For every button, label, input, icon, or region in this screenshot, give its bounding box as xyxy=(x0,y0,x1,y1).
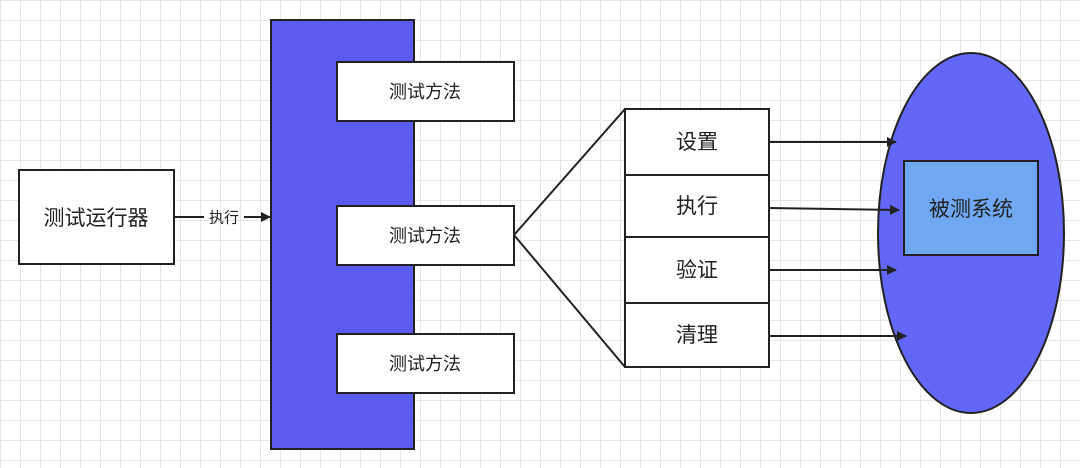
sut-label: 被测系统 xyxy=(929,197,1013,221)
test-method-box xyxy=(336,205,515,266)
test-runner-label: 测试运行器 xyxy=(44,206,149,230)
sut-node: 被测系统 xyxy=(903,160,1039,256)
phase-box-exercise xyxy=(624,174,770,238)
test-method-label: 测试方法 xyxy=(389,82,461,103)
expand-line-bottom xyxy=(513,234,626,368)
phase-stack: 设置 执行 验证 清理 xyxy=(624,108,770,368)
test-method-label: 测试方法 xyxy=(389,354,461,375)
phase-label-verify: 验证 xyxy=(676,258,718,282)
test-runner-box xyxy=(18,169,175,265)
execute-arrow-label: 执行 xyxy=(209,209,239,227)
phase-box-teardown xyxy=(624,302,770,368)
phase-label-setup: 设置 xyxy=(676,130,718,154)
execute-connector: 执行 xyxy=(174,209,271,227)
test-method-node: 测试方法 xyxy=(336,333,515,394)
sut-box xyxy=(903,160,1039,256)
test-method-box xyxy=(336,333,515,394)
phase-label-exercise: 执行 xyxy=(676,194,718,218)
test-method-box xyxy=(336,61,515,122)
phase-label-teardown: 清理 xyxy=(676,323,718,347)
arrow-exercise-to-sut xyxy=(768,204,900,215)
test-method-node: 测试方法 xyxy=(336,205,515,266)
test-method-label: 测试方法 xyxy=(389,226,461,247)
test-method-node: 测试方法 xyxy=(336,61,515,122)
expand-line-top xyxy=(513,108,626,236)
test-runner-node: 测试运行器 xyxy=(18,169,175,265)
